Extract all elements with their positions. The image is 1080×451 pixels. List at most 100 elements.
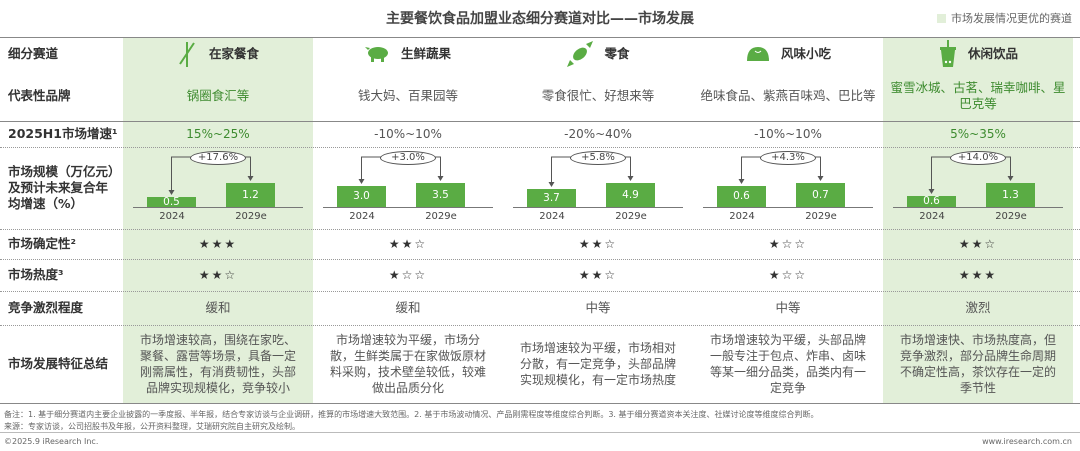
growth-cell: 5%~35% bbox=[950, 127, 1006, 141]
certainty-rating: ★☆☆ bbox=[768, 237, 808, 251]
row-label-heat: 市场热度³ bbox=[8, 267, 64, 282]
segment-name: 在家餐食 bbox=[208, 45, 259, 61]
footnote: 备注：1. 基于细分赛道内主要企业披露的一季度报、半年报，结合专家访谈与企业调研… bbox=[4, 410, 819, 419]
cagr-label: +17.6% bbox=[190, 151, 246, 165]
certainty-rating: ★★☆ bbox=[958, 237, 998, 251]
divider-line bbox=[0, 403, 1080, 404]
divider-line bbox=[0, 121, 1080, 122]
pig-icon bbox=[364, 45, 391, 63]
row-label-summary: 市场发展特征总结 bbox=[8, 356, 109, 371]
highlight-column bbox=[883, 37, 1073, 403]
highlight-column bbox=[123, 37, 313, 403]
dotted-divider bbox=[0, 325, 1080, 326]
cagr-label: +5.8% bbox=[570, 151, 626, 165]
bar-2029e: 1.2 bbox=[226, 183, 275, 207]
segment-name: 生鲜蔬果 bbox=[400, 45, 451, 61]
certainty-rating: ★★☆ bbox=[388, 237, 428, 251]
legend-swatch bbox=[937, 13, 946, 23]
segment-header: 在家餐食 bbox=[123, 37, 313, 70]
certainty-rating: ★★★ bbox=[198, 237, 238, 251]
growth-cell: -20%~40% bbox=[564, 127, 632, 141]
dotted-divider bbox=[0, 259, 1080, 260]
chart-baseline bbox=[323, 207, 493, 208]
year-label: 2029e bbox=[805, 211, 837, 222]
summary-cell: 市场增速快、市场热度高，但竞争激烈，部分品牌生命周期不确定性高，茶饮存在一定的季… bbox=[899, 333, 1056, 395]
segment-name: 休闲饮品 bbox=[967, 45, 1018, 61]
brands-cell: 蜜雪冰城、古茗、瑞幸咖啡、星巴克等 bbox=[890, 79, 1066, 111]
legend-label: 市场发展情况更优的赛道 bbox=[951, 12, 1072, 25]
row-label-competition: 竞争激烈程度 bbox=[8, 300, 84, 315]
year-label: 2029e bbox=[615, 211, 647, 222]
cagr-label: +3.0% bbox=[380, 151, 436, 165]
year-label: 2024 bbox=[349, 211, 375, 222]
year-label: 2029e bbox=[995, 211, 1027, 222]
segment-header: 生鲜蔬果 bbox=[313, 37, 503, 70]
competition-cell: 中等 bbox=[585, 300, 611, 315]
row-label-segment: 细分赛道 bbox=[8, 45, 59, 61]
bar-2024: 0.5 bbox=[147, 197, 196, 207]
bar-2024: 3.0 bbox=[337, 186, 386, 207]
heat-rating: ★☆☆ bbox=[768, 268, 808, 282]
row-label-growth: 2025H1市场增速¹ bbox=[8, 126, 118, 141]
competition-cell: 缓和 bbox=[395, 300, 421, 315]
brands-cell: 钱大妈、百果园等 bbox=[357, 87, 458, 103]
heat-rating: ★☆☆ bbox=[388, 268, 428, 282]
competition-cell: 缓和 bbox=[205, 300, 231, 315]
chart-baseline bbox=[513, 207, 683, 208]
cagr-label: +14.0% bbox=[950, 151, 1006, 165]
year-label: 2024 bbox=[159, 211, 185, 222]
chart-baseline bbox=[703, 207, 873, 208]
certainty-rating: ★★☆ bbox=[578, 237, 618, 251]
competition-cell: 激烈 bbox=[965, 300, 991, 315]
row-label-market-size: 市场规模（万亿元）及预计未来复合年均增速（%） bbox=[8, 164, 115, 211]
heat-rating: ★★☆ bbox=[578, 268, 618, 282]
summary-cell: 市场增速较为平缓，头部品牌一般专注于包点、炸串、卤味等某一细分品类，品类内有一定… bbox=[709, 333, 866, 395]
year-label: 2024 bbox=[539, 211, 565, 222]
dotted-divider bbox=[0, 147, 1080, 148]
row-label-brands: 代表性品牌 bbox=[8, 87, 71, 103]
growth-cell: -10%~10% bbox=[754, 127, 822, 141]
chart-baseline bbox=[893, 207, 1063, 208]
segment-header: 休闲饮品 bbox=[883, 37, 1073, 70]
segment-name: 零食 bbox=[604, 45, 630, 61]
year-label: 2029e bbox=[235, 211, 267, 222]
row-label-certainty: 市场确定性² bbox=[8, 236, 76, 251]
summary-cell: 市场增速较为平缓，市场分散，生鲜类属于在家做饭原材料采购，技术壁垒较低，较难做出… bbox=[329, 333, 486, 395]
chopsticks-icon bbox=[177, 40, 199, 68]
copyright: ©2025.9 iResearch Inc. bbox=[4, 437, 99, 446]
year-label: 2029e bbox=[425, 211, 457, 222]
growth-cell: 15%~25% bbox=[186, 127, 250, 141]
bun-icon bbox=[745, 44, 771, 64]
year-label: 2024 bbox=[729, 211, 755, 222]
brands-cell: 零食很忙、好想来等 bbox=[541, 87, 655, 103]
competition-cell: 中等 bbox=[775, 300, 801, 315]
bar-2029e: 0.7 bbox=[796, 183, 845, 207]
heat-rating: ★★☆ bbox=[198, 268, 238, 282]
candy-icon bbox=[566, 40, 594, 68]
year-label: 2024 bbox=[919, 211, 945, 222]
legend: 市场发展情况更优的赛道 bbox=[937, 10, 1072, 26]
page-title: 主要餐饮食品加盟业态细分赛道对比——市场发展 bbox=[386, 11, 694, 27]
growth-cell: -10%~10% bbox=[374, 127, 442, 141]
dotted-divider bbox=[0, 229, 1080, 230]
bar-2029e: 4.9 bbox=[606, 183, 655, 207]
brands-cell: 锅圈食汇等 bbox=[186, 87, 250, 103]
chart-baseline bbox=[133, 207, 303, 208]
bar-2024: 3.7 bbox=[527, 189, 576, 207]
cagr-label: +4.3% bbox=[760, 151, 816, 165]
brands-cell: 绝味食品、紫燕百味鸡、巴比等 bbox=[700, 87, 876, 103]
heat-rating: ★★★ bbox=[958, 268, 998, 282]
source-note: 来源：专家访谈，公司招股书及年报，公开资料整理，艾瑞研究院自主研究及绘制。 bbox=[4, 422, 300, 431]
segment-header: 零食 bbox=[503, 37, 693, 70]
bar-2024: 0.6 bbox=[907, 196, 956, 207]
bar-2024: 0.6 bbox=[717, 186, 766, 207]
bar-2029e: 1.3 bbox=[986, 183, 1035, 207]
summary-cell: 市场增速较高，围绕在家吃、聚餐、露营等场景，具备一定刚需属性，有消费韧性，头部品… bbox=[139, 333, 296, 395]
bar-2029e: 3.5 bbox=[416, 183, 465, 207]
website: www.iresearch.com.cn bbox=[982, 437, 1072, 446]
summary-cell: 市场增速较为平缓，市场相对分散，有一定竞争，头部品牌实现规模化，有一定市场热度 bbox=[519, 341, 676, 387]
dotted-divider bbox=[0, 291, 1080, 292]
divider-line bbox=[0, 37, 1080, 38]
segment-name: 风味小吃 bbox=[780, 45, 831, 61]
segment-header: 风味小吃 bbox=[693, 37, 883, 70]
